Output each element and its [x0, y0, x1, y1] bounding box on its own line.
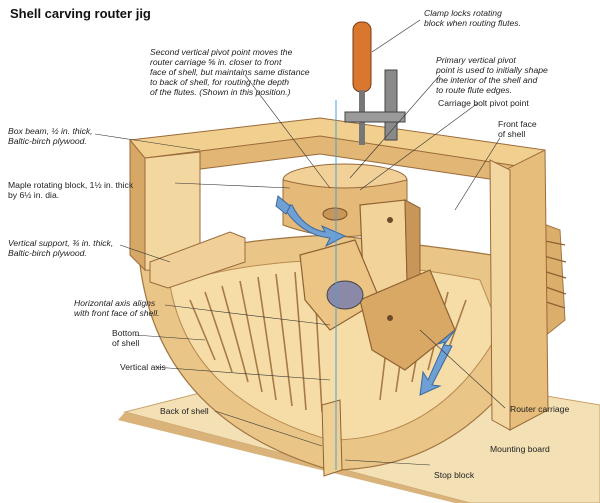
- leader-lines: [94, 19, 506, 466]
- label-stop-block: Stop block: [434, 470, 475, 480]
- label-mounting-board: Mounting board: [490, 444, 550, 454]
- maple-rotating-block: [282, 163, 408, 237]
- router-carriage: [299, 199, 456, 371]
- page-title: Shell carving router jig: [10, 6, 151, 21]
- box-beam: [129, 117, 549, 431]
- rotation-arrows: [275, 195, 456, 396]
- label-router-carriage: Router carriage: [510, 404, 570, 414]
- vertical-support: [149, 231, 246, 289]
- label-carriage-bolt: Carriage bolt pivot point: [438, 98, 529, 108]
- stop-block: [321, 399, 343, 477]
- label-back-shell: Back of shell: [160, 406, 209, 416]
- label-vertical-support: Vertical support, ¾ in. thick,Baltic-bir…: [8, 238, 114, 258]
- clamp: [344, 21, 406, 145]
- label-box-beam: Box beam, ½ in. thick,Baltic-birch plywo…: [8, 126, 93, 146]
- label-vertical-axis: Vertical axis: [120, 362, 166, 372]
